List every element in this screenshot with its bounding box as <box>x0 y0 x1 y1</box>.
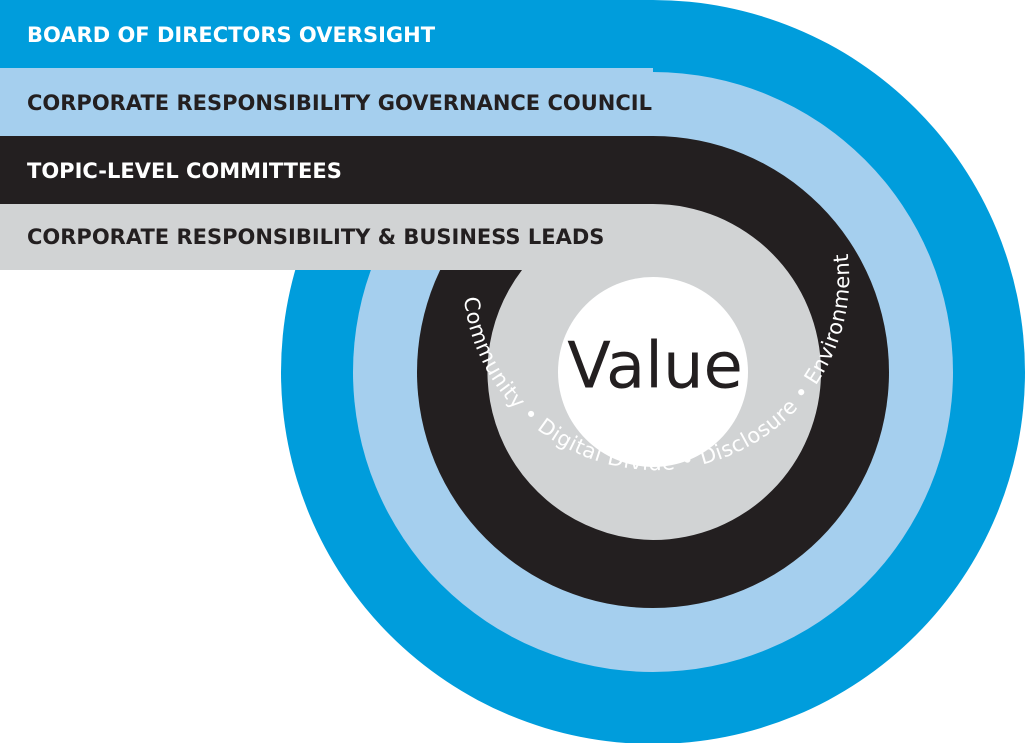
council-band <box>0 68 653 136</box>
value-core <box>558 277 748 467</box>
committees-band <box>0 136 653 204</box>
label-board: BOARD OF DIRECTORS OVERSIGHT <box>27 23 436 47</box>
value-label: Value <box>567 330 743 404</box>
label-council: CORPORATE RESPONSIBILITY GOVERNANCE COUN… <box>27 91 652 115</box>
label-committees: TOPIC-LEVEL COMMITTEES <box>27 159 342 183</box>
label-leads: CORPORATE RESPONSIBILITY & BUSINESS LEAD… <box>27 225 604 249</box>
board-band <box>0 0 653 68</box>
